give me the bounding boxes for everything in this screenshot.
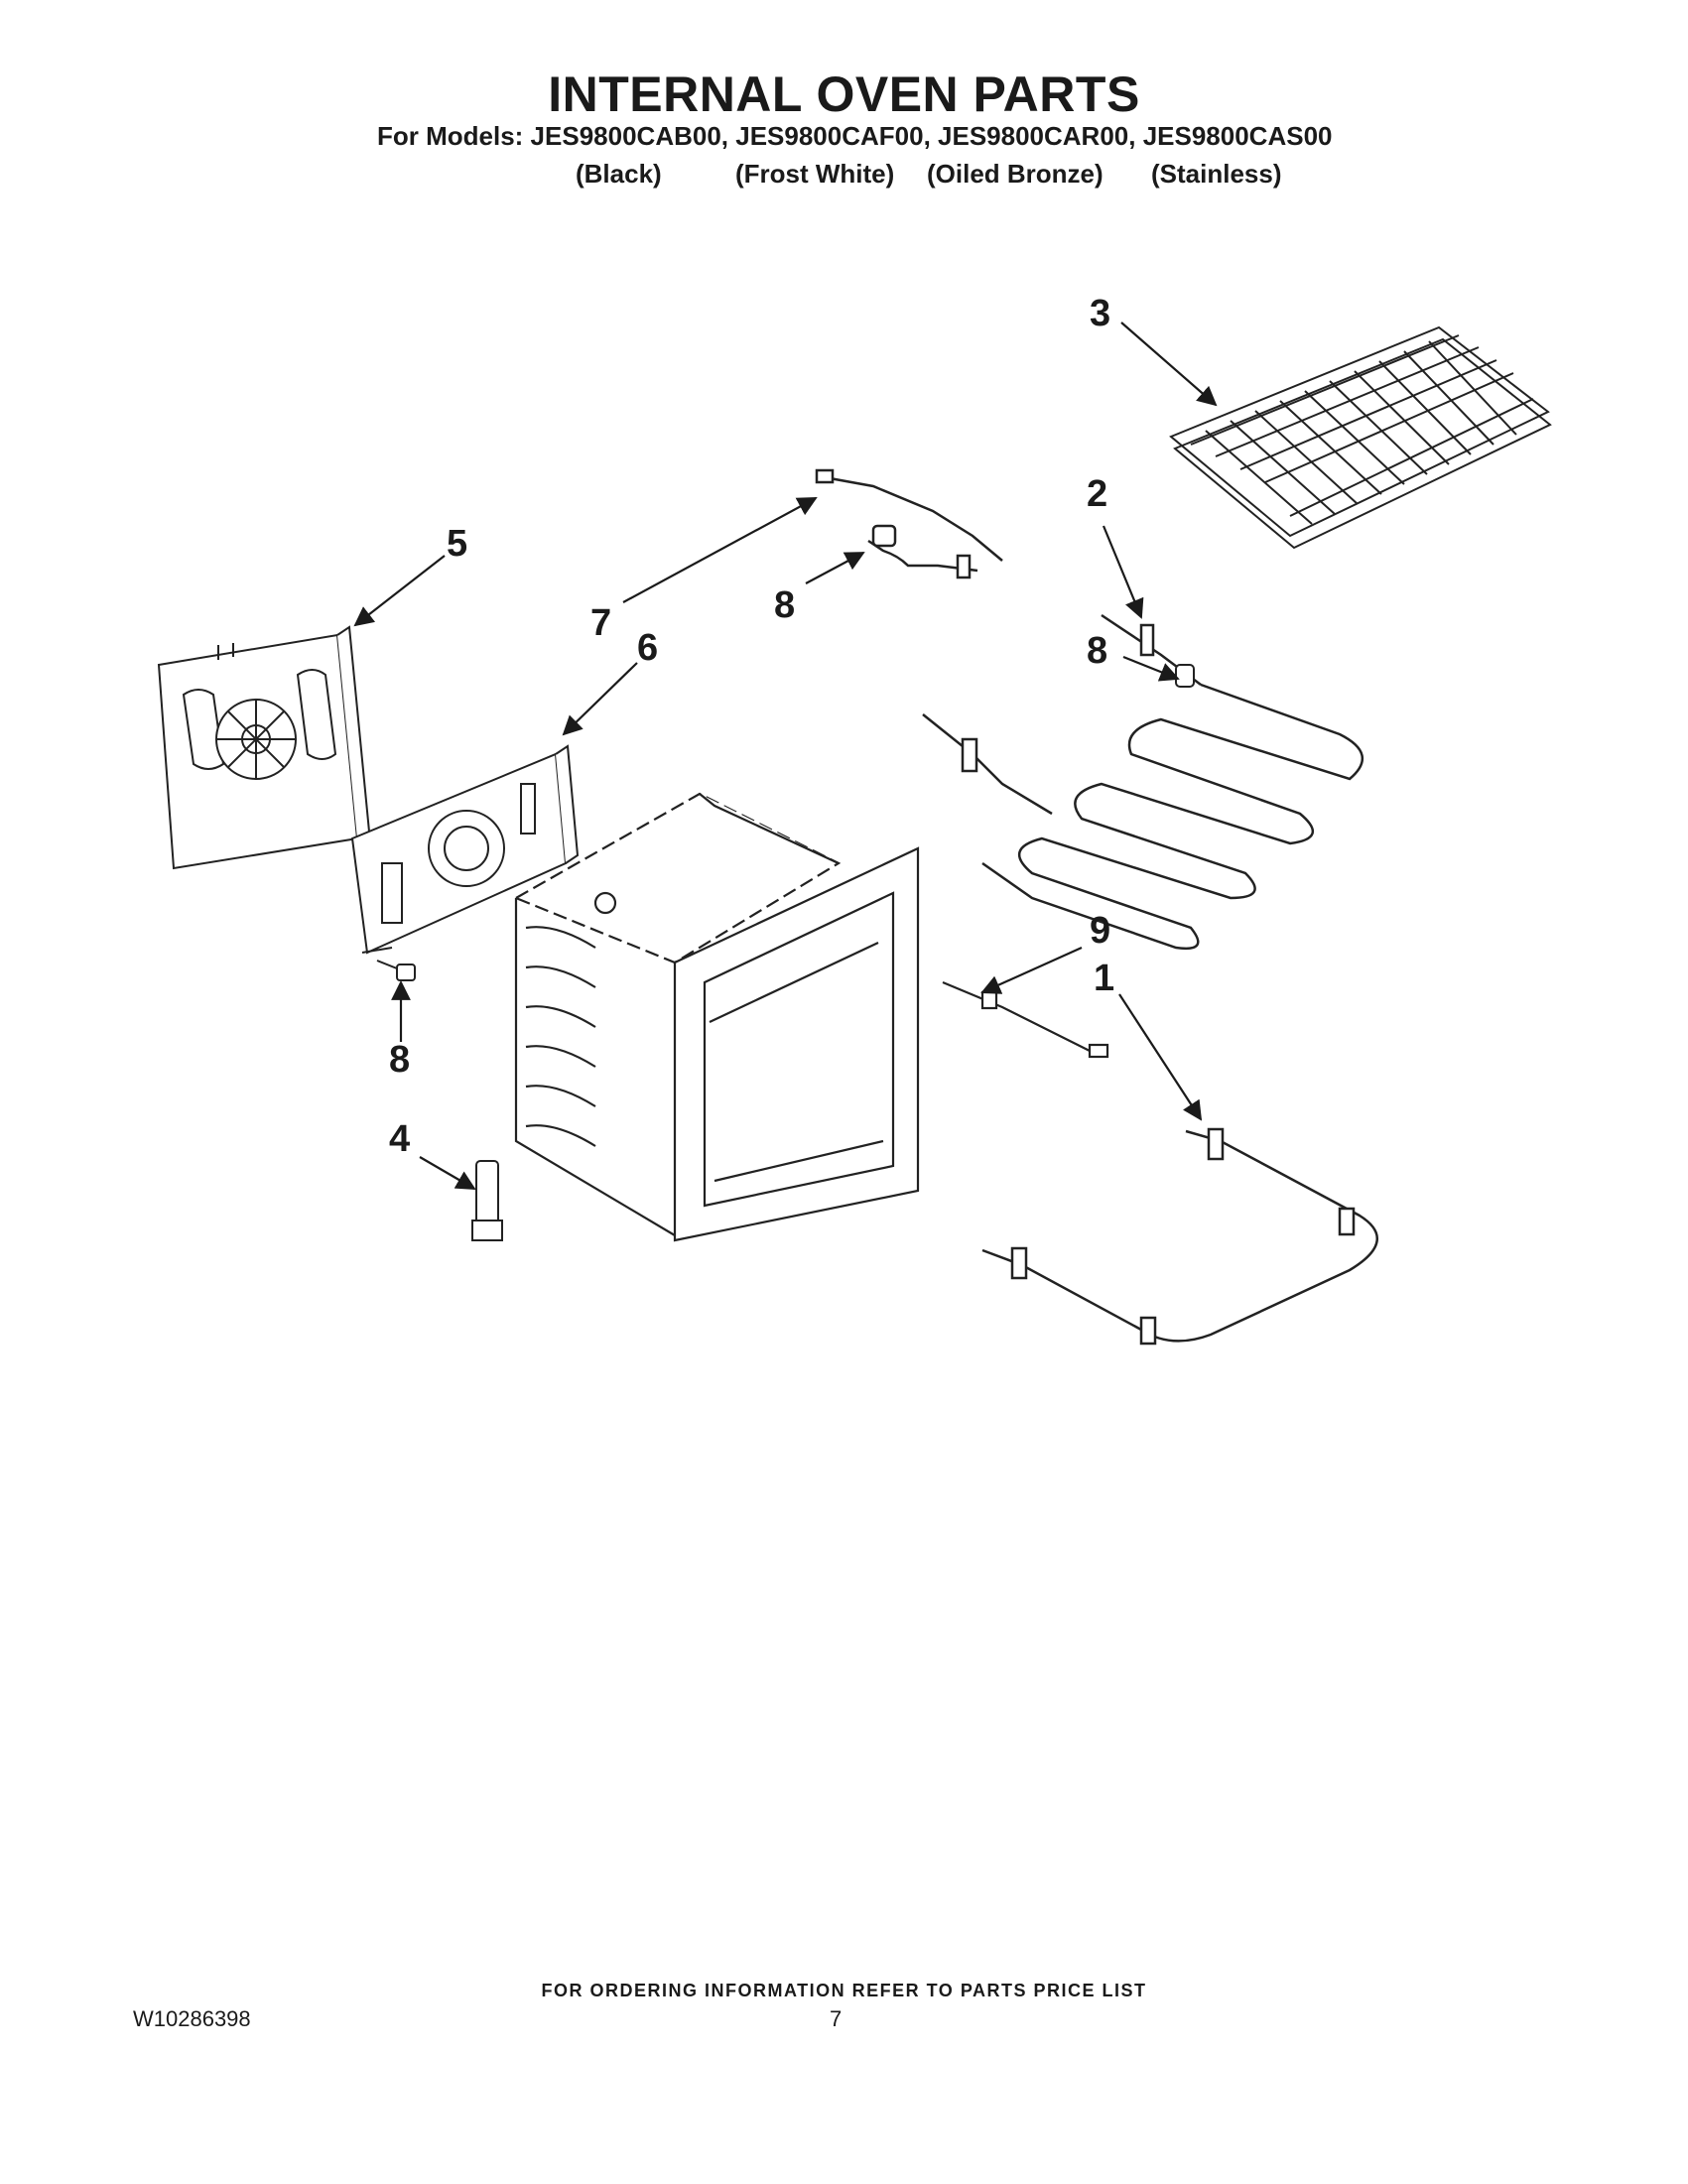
callout-7: 7 (590, 602, 611, 644)
callout-6: 6 (637, 627, 658, 669)
callout-8-upper-middle: 8 (774, 584, 795, 626)
limit-switch (471, 1160, 503, 1241)
callout-4: 4 (389, 1118, 410, 1160)
screw-part (376, 960, 416, 981)
callout-9: 9 (1090, 910, 1110, 952)
finish-stainless: (Stainless) (1151, 159, 1282, 189)
callout-5: 5 (447, 523, 467, 565)
ordering-note: FOR ORDERING INFORMATION REFER TO PARTS … (541, 1981, 1147, 2000)
bake-element (981, 1127, 1378, 1346)
oven-cavity (513, 792, 920, 1242)
convection-fan-assembly (157, 625, 371, 870)
callout-2: 2 (1087, 473, 1107, 515)
callout-8-upper-right: 8 (1087, 630, 1107, 672)
callout-8-lower-left: 8 (389, 1039, 410, 1081)
oven-sensor (942, 980, 1109, 1059)
broil-element (922, 613, 1364, 951)
finish-black: (Black) (576, 159, 662, 189)
document-number: W10286398 (133, 2006, 251, 2031)
sensor-part (1175, 664, 1195, 688)
models-line: For Models: JES9800CAB00, JES9800CAF00, … (377, 121, 1333, 151)
fan-cover (350, 744, 580, 955)
page-title: INTERNAL OVEN PARTS (548, 66, 1140, 122)
finish-oiled-bronze: (Oiled Bronze) (927, 159, 1104, 189)
callout-3: 3 (1090, 293, 1110, 334)
callout-1: 1 (1094, 958, 1114, 999)
finish-frost-white: (Frost White) (735, 159, 895, 189)
page-number: 7 (830, 2006, 843, 2031)
oven-rack (1169, 325, 1552, 550)
temperature-probe (815, 468, 1003, 579)
